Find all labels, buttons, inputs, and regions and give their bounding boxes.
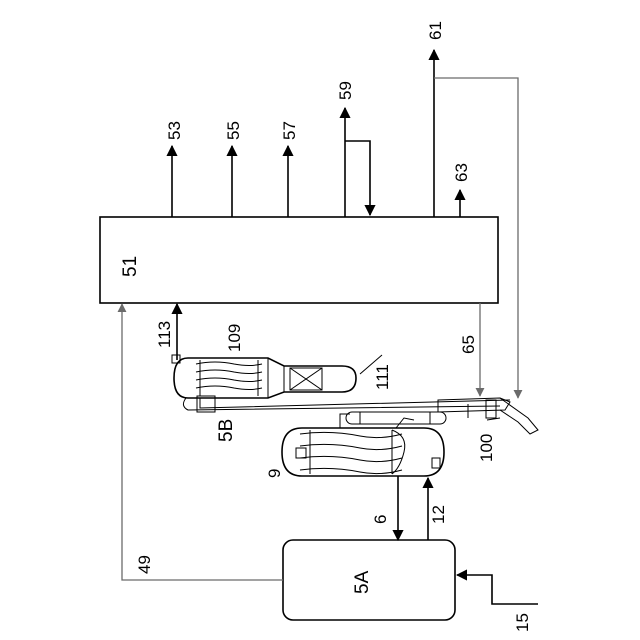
stream-57-label: 57 [280, 121, 299, 140]
stream-61-label: 61 [426, 21, 445, 40]
reactor-9-label: 9 [265, 469, 284, 478]
stream-100-label: 100 [477, 434, 496, 462]
stream-15-line [457, 575, 538, 604]
stream-59-return-line [345, 141, 370, 215]
unit-5A-label: 5A [352, 570, 373, 594]
stream-12-label: 12 [429, 505, 448, 524]
stream-59-label: 59 [336, 81, 355, 100]
unit-51-box [100, 217, 498, 303]
stream-111-label: 111 [373, 364, 392, 390]
stream-49-line [122, 304, 283, 580]
stream-55-label: 55 [224, 121, 243, 140]
stream-53-label: 53 [165, 121, 184, 140]
reactor-5B [172, 355, 356, 398]
reactor-9 [282, 414, 444, 476]
stream-6-label: 6 [371, 515, 390, 524]
stream-15-label: 15 [513, 613, 532, 632]
stream-113-label: 113 [155, 321, 174, 348]
stream-49-label: 49 [135, 555, 154, 574]
stream-63-label: 63 [452, 163, 471, 182]
stream-65-label: 65 [459, 335, 478, 354]
stream-109-label: 109 [225, 324, 244, 352]
unit-51-label: 51 [120, 256, 141, 277]
unit-5B-label: 5B [216, 419, 237, 442]
